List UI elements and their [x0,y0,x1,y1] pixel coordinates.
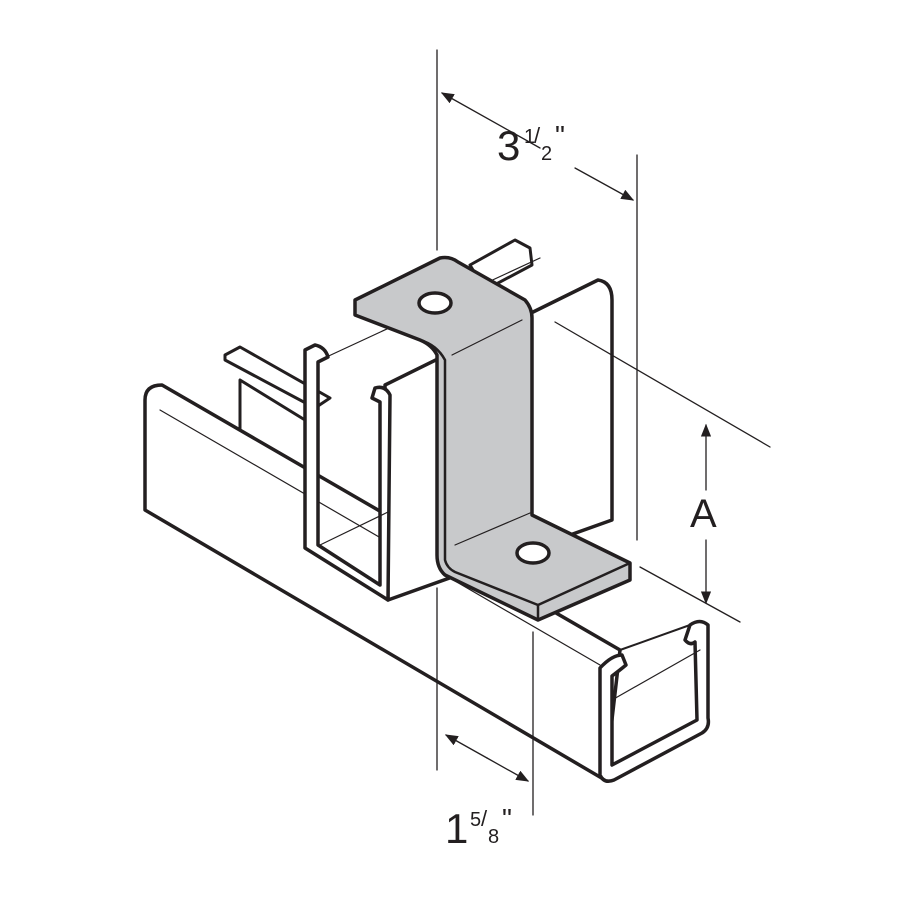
z-bracket [353,255,632,622]
bracket-plate [353,255,632,622]
dimension-a-label: A [690,492,717,536]
dimension-channel-label: 1 5 / 8 " [445,803,512,852]
channel-whole: 1 [445,805,468,852]
width-unit: " [555,120,565,151]
dimension-lines [436,49,771,816]
width-denominator: 2 [541,143,552,165]
fraction-slash: / [481,806,488,831]
width-whole: 3 [497,122,520,169]
dimension-width-label: 3 1 / 2 " [497,120,565,169]
channel-denominator: 8 [488,826,499,848]
channel-unit: " [502,803,512,834]
channel-numerator: 5 [470,809,481,831]
width-numerator: 1 [524,126,535,148]
top-bolt-hole [417,291,453,315]
bottom-bolt-hole [515,541,551,565]
fraction-slash: / [534,123,541,148]
